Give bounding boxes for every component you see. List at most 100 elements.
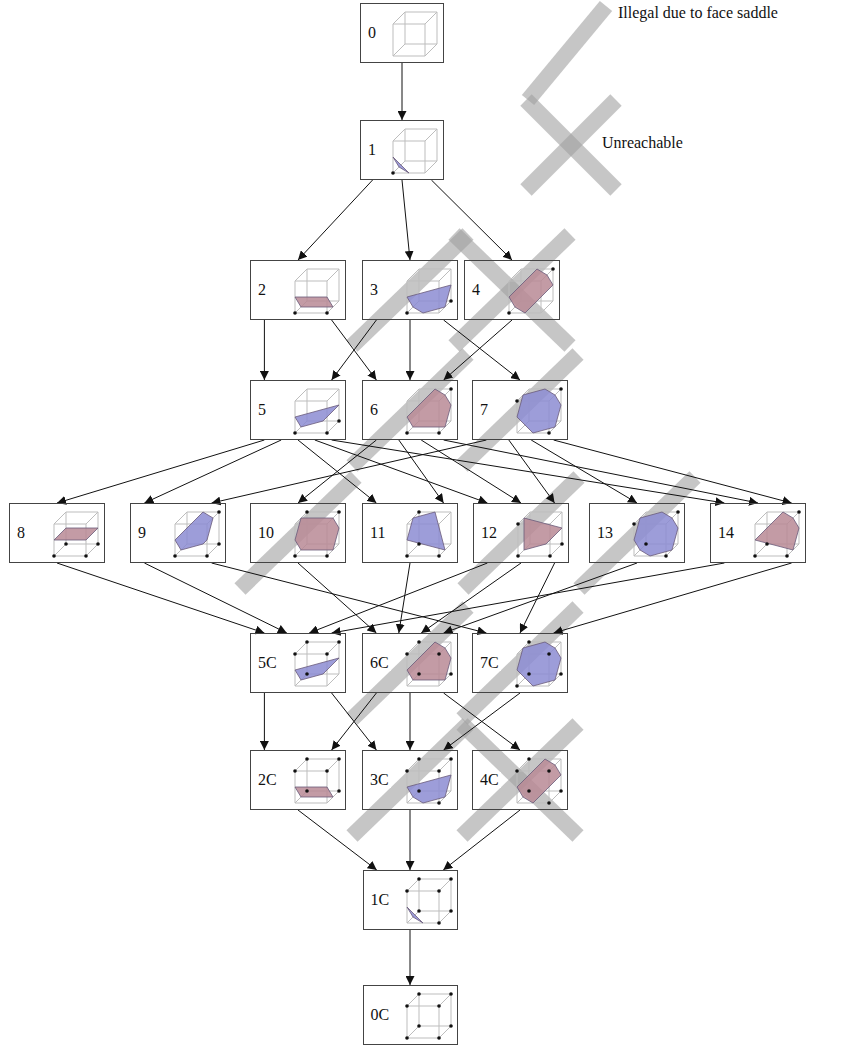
marked-vertex <box>676 510 680 514</box>
cube-edge <box>339 269 340 301</box>
state-number: 12 <box>479 525 499 542</box>
state-box: 7 <box>472 380 568 440</box>
state-number: 1C <box>369 892 392 909</box>
marked-vertex <box>293 652 297 656</box>
cube-edge <box>407 556 439 557</box>
state-box: 5C <box>250 633 346 693</box>
cube-edge <box>295 281 327 282</box>
iso-surface <box>755 512 799 550</box>
cube-edge <box>327 674 339 686</box>
state-box: 1C <box>363 870 458 930</box>
cube-edge <box>407 771 439 772</box>
transition-arrow <box>332 440 725 503</box>
marked-vertex <box>507 311 511 315</box>
state-box: 14 <box>710 503 806 563</box>
cube-edge <box>407 759 419 771</box>
marked-vertex <box>551 267 555 271</box>
marked-vertex <box>305 789 309 793</box>
marked-vertex <box>547 769 551 773</box>
state-box: 3 <box>362 260 458 320</box>
marked-vertex <box>217 510 221 514</box>
marked-vertex <box>449 672 453 676</box>
marked-vertex <box>515 769 519 773</box>
state-number: 11 <box>368 525 387 542</box>
cube-edge <box>54 524 86 525</box>
cube-edge <box>450 879 451 911</box>
marked-vertex <box>547 652 551 656</box>
transition-arrow <box>444 440 758 503</box>
cube-edge <box>295 759 307 771</box>
marked-vertex <box>527 757 531 761</box>
iso-surface <box>517 389 561 433</box>
iso-surface <box>407 512 445 550</box>
transition-arrow <box>444 320 512 380</box>
cube-edge <box>307 389 339 390</box>
cube-edge <box>295 654 327 655</box>
cube-edge <box>405 44 437 45</box>
iso-surface <box>407 642 451 680</box>
cube-edge <box>407 1026 419 1038</box>
cube-edge <box>518 524 519 556</box>
transition-arrow <box>402 63 403 120</box>
transition-arrow <box>332 320 377 380</box>
state-number: 1 <box>366 142 378 159</box>
cube-edge <box>419 759 451 760</box>
marked-vertex <box>325 554 329 558</box>
illegal-band <box>462 607 578 719</box>
cube-edge <box>407 994 419 1006</box>
cube-edge <box>419 994 451 995</box>
cube-edge <box>439 879 451 891</box>
transition-arrow <box>444 693 520 750</box>
state-box: 0C <box>363 985 458 1045</box>
state-number: 13 <box>595 525 615 542</box>
state-number: 6 <box>368 402 380 419</box>
marked-vertex <box>559 672 563 676</box>
cube-edge <box>393 56 425 57</box>
marked-vertex <box>293 769 297 773</box>
cube-edge <box>393 12 405 24</box>
marked-vertex <box>405 652 409 656</box>
cube-edge <box>407 642 419 654</box>
cube-edge <box>439 759 451 771</box>
marked-vertex <box>64 542 68 546</box>
cube-edge <box>407 389 419 401</box>
cube-edge <box>295 642 307 654</box>
cube-edge <box>295 803 327 804</box>
marked-vertex <box>449 299 453 303</box>
cube-edge <box>407 281 439 282</box>
marked-vertex <box>305 757 309 761</box>
cube-edge <box>393 44 405 56</box>
state-number: 14 <box>716 525 736 542</box>
marked-vertex <box>417 640 421 644</box>
state-box: 11 <box>362 503 458 563</box>
cube-edge <box>405 161 437 162</box>
marked-vertex <box>293 554 297 558</box>
iso-surface <box>407 907 423 923</box>
marked-vertex <box>205 554 209 558</box>
cube-edge <box>307 512 339 513</box>
marked-vertex <box>559 789 563 793</box>
cube-edge <box>295 556 327 557</box>
cube-edge <box>295 389 307 401</box>
cube-edge <box>307 759 308 791</box>
marked-vertex <box>560 542 564 546</box>
cube-edge <box>66 512 98 513</box>
marked-vertex <box>417 789 421 793</box>
iso-surface <box>634 512 678 556</box>
marked-vertex <box>96 542 100 546</box>
marked-vertex <box>449 757 453 761</box>
transition-arrow <box>410 320 411 380</box>
transition-arrow <box>444 563 637 633</box>
transition-arrow <box>144 440 281 503</box>
cube-edge <box>755 512 767 524</box>
transition-arrow <box>298 440 376 503</box>
marked-vertex <box>664 554 668 558</box>
cube-edge <box>425 161 437 173</box>
marked-vertex <box>516 522 520 526</box>
cube-edge <box>295 433 327 434</box>
transition-arrow <box>264 693 265 750</box>
marked-vertex <box>405 554 409 558</box>
marked-vertex <box>449 909 453 913</box>
marked-vertex <box>765 542 769 546</box>
iso-surface <box>393 157 409 173</box>
